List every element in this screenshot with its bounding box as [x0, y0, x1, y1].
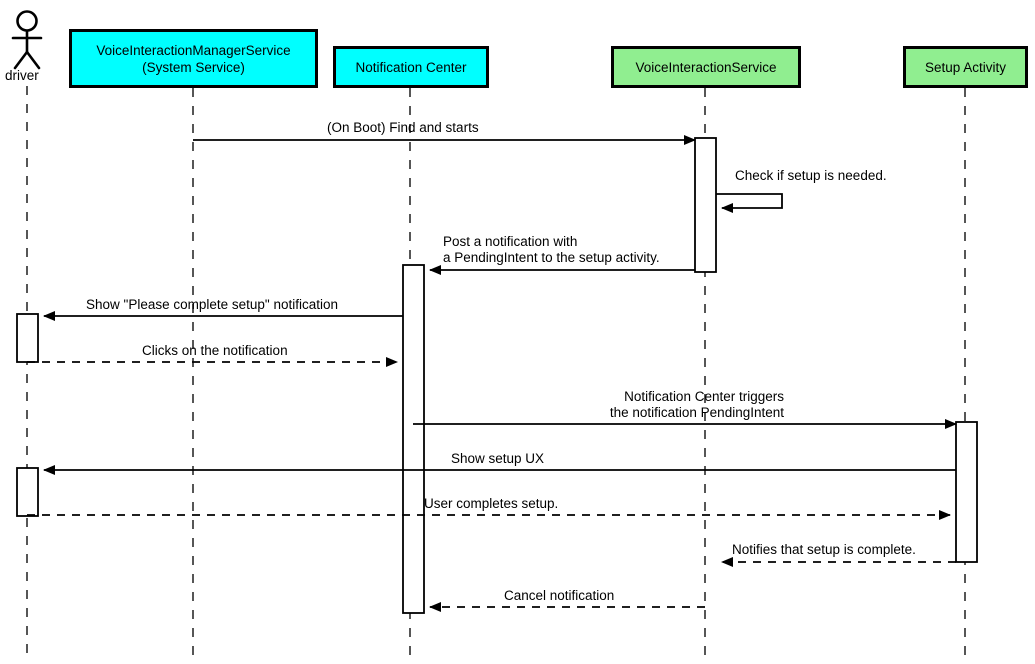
message-label-clicks-on-the-notification: Clicks on the notification	[142, 343, 288, 358]
activation-voice-interaction-service	[694, 137, 717, 273]
driver-actor-icon	[11, 10, 43, 70]
participant-label-voiceinteractionservice: VoiceInteractionService	[635, 59, 777, 75]
participant-label-voiceinteractionmanagerservice: VoiceInteractionManagerService (System S…	[96, 42, 291, 75]
participant-box-voiceinteractionservice[interactable]: VoiceInteractionService	[611, 46, 801, 88]
driver-actor-label: driver	[5, 68, 39, 83]
participant-box-notification-center[interactable]: Notification Center	[333, 46, 489, 88]
message-label-notification-center-triggers-pendingintent: Notification Center triggers the notific…	[609, 389, 784, 420]
message-arrow-check-if-setup-is-needed	[716, 193, 783, 213]
activation-notification-center	[402, 264, 425, 614]
message-label-show-setup-ux: Show setup UX	[451, 451, 545, 466]
activation-setup-activity	[955, 421, 978, 563]
message-label-show-please-complete-setup-notification: Show "Please complete setup" notificatio…	[86, 297, 338, 312]
message-label-cancel-notification: Cancel notification	[504, 588, 615, 603]
message-label-post-a-notification: Post a notification with a PendingIntent…	[443, 234, 660, 265]
message-label-check-if-setup-is-needed: Check if setup is needed.	[735, 168, 887, 183]
participant-label-setup-activity: Setup Activity	[924, 59, 1007, 75]
participant-box-setup-activity[interactable]: Setup Activity	[903, 46, 1028, 88]
messages-group	[27, 135, 957, 612]
activation-driver-1	[16, 313, 39, 363]
message-label-on-boot-find-and-starts: (On Boot) Find and starts	[327, 120, 479, 135]
participant-box-voiceinteractionmanagerservice[interactable]: VoiceInteractionManagerService (System S…	[69, 29, 318, 88]
activation-bars-group	[16, 137, 978, 614]
activation-driver-2	[16, 467, 39, 517]
message-label-user-completes-setup: User completes setup.	[424, 496, 559, 511]
participant-label-notification-center: Notification Center	[355, 59, 467, 75]
message-label-notifies-that-setup-is-complete: Notifies that setup is complete.	[732, 542, 916, 557]
